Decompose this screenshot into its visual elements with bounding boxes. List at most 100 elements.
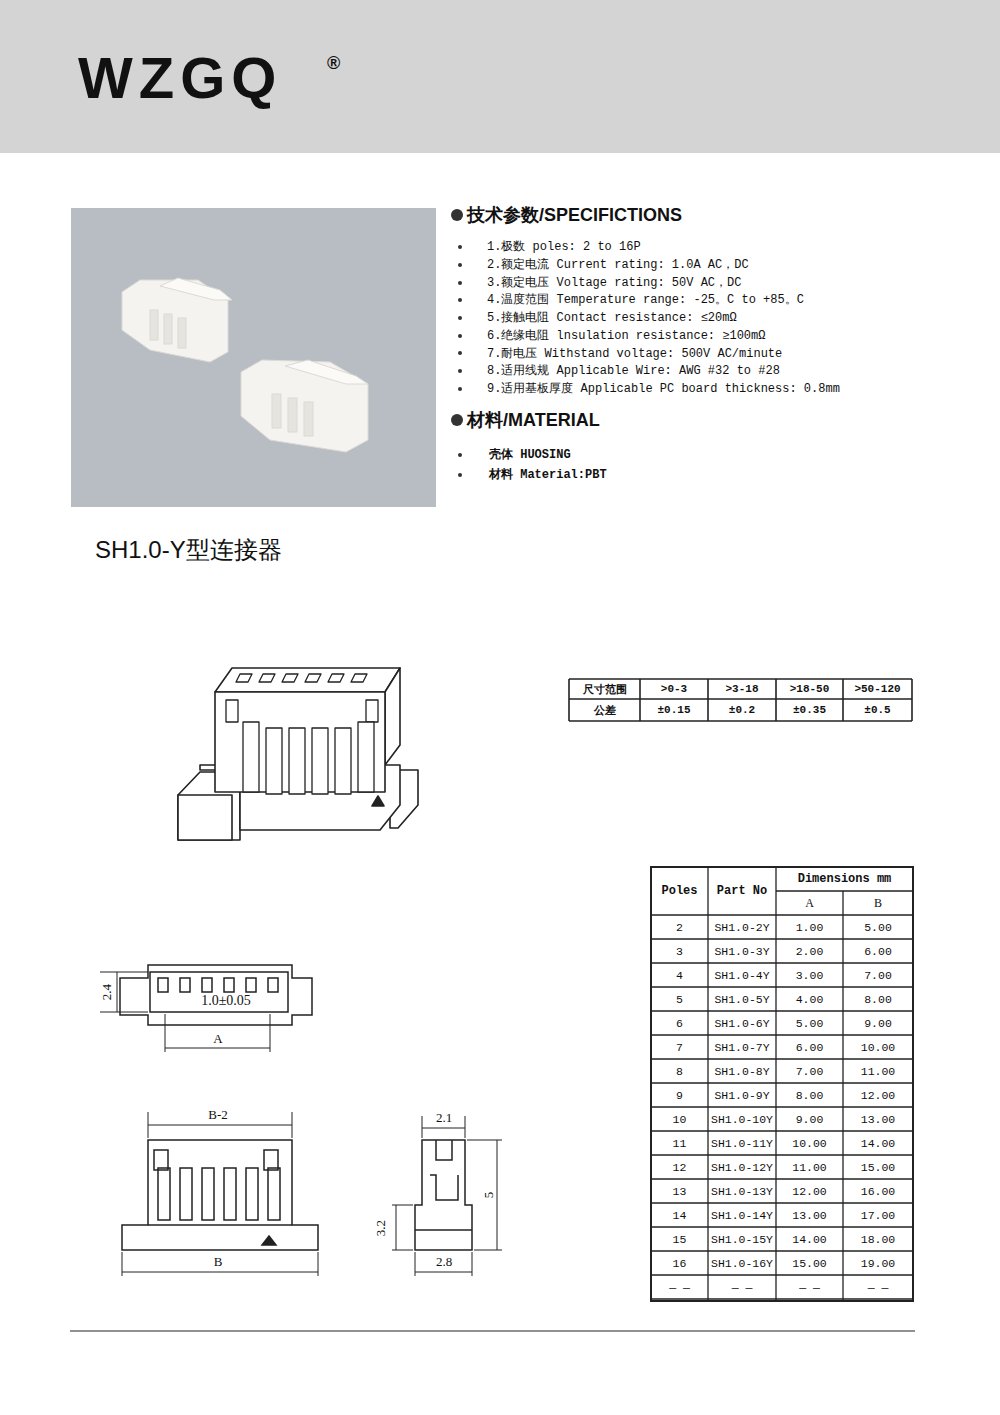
table-cell: 15 [652,1228,707,1250]
table-cell: 10 [652,1108,707,1130]
dimension-label: 1.0±0.05 [188,993,264,1009]
brand-logo: WZGQ [78,44,328,110]
material-line: 材料 Material:PBT [489,466,709,483]
spec-line: 9.适用基板厚度 Applicable PC board thickness: … [487,380,907,397]
dimension-label: 2.1 [427,1110,461,1126]
spec-line: 8.适用线规 Applicable Wire: AWG #32 to #28 [487,362,907,379]
table-cell: 3.00 [777,964,842,986]
table-cell: 12 [652,1156,707,1178]
tolerance-cell: >0-3 [641,680,707,698]
table-grid [569,679,913,1301]
dimension-label: A [207,1031,229,1046]
table-header: Part No [709,868,775,914]
tolerance-cell: ±0.35 [777,700,842,720]
table-cell: 9 [652,1084,707,1106]
table-cell: SH1.0-2Y [709,916,775,938]
product-title: SH1.0-Y型连接器 [95,532,282,568]
spec-line: 7.耐电压 Withstand voltage: 500V AC/minute [487,345,907,362]
table-cell: 9.00 [777,1108,842,1130]
table-cell: SH1.0-6Y [709,1012,775,1034]
isometric-view [178,668,418,840]
registered-mark: ® [327,52,349,74]
table-cell: 6 [652,1012,707,1034]
side-view [392,1116,502,1276]
table-cell: 5.00 [777,1012,842,1034]
table-cell: SH1.0-16Y [709,1252,775,1274]
table-cell: 8 [652,1060,707,1082]
table-cell: 4 [652,964,707,986]
spec-line: 3.额定电压 Voltage rating: 50V AC，DC [487,274,907,291]
table-cell: 10.00 [777,1132,842,1154]
dimension-label: B [208,1254,228,1270]
table-cell: 14.00 [777,1228,842,1250]
table-cell: SH1.0-8Y [709,1060,775,1082]
table-cell: 7 [652,1036,707,1058]
table-cell: 13.00 [844,1108,912,1130]
table-cell: 9.00 [844,1012,912,1034]
table-cell: 16 [652,1252,707,1274]
table-header: B [844,892,912,914]
table-cell: SH1.0-11Y [709,1132,775,1154]
table-cell: SH1.0-4Y [709,964,775,986]
spec-line: 6.绝缘电阻 lnsulation resistance: ≥100mΩ [487,327,907,344]
table-cell: 6.00 [844,940,912,962]
footer-rule [70,1331,915,1332]
tolerance-cell: 公差 [570,700,639,720]
table-cell: 12.00 [777,1180,842,1202]
table-cell: 5.00 [844,916,912,938]
tolerance-cell: ±0.5 [844,700,911,720]
table-cell: 4.00 [777,988,842,1010]
dimension-label: 5 [481,1180,497,1210]
table-cell: SH1.0-15Y [709,1228,775,1250]
table-cell: — — [777,1276,842,1298]
bottom-view [122,1112,318,1276]
table-cell: 7.00 [844,964,912,986]
section-heading: 技术参数/SPECIFICTIONS [467,204,767,226]
table-cell: 10.00 [844,1036,912,1058]
table-cell: 18.00 [844,1228,912,1250]
dimension-label: B-2 [200,1107,236,1123]
tolerance-cell: >3-18 [709,680,775,698]
table-cell: 12.00 [844,1084,912,1106]
table-cell: 3 [652,940,707,962]
section-heading: 材料/MATERIAL [467,409,667,431]
table-cell: 16.00 [844,1180,912,1202]
front-view [100,965,312,1052]
table-cell: 7.00 [777,1060,842,1082]
spec-line: 4.温度范围 Temperature range: -25。C to +85。C [487,291,907,308]
table-cell: — — [709,1276,775,1298]
table-cell: 11.00 [844,1060,912,1082]
table-cell: SH1.0-12Y [709,1156,775,1178]
table-cell: SH1.0-10Y [709,1108,775,1130]
dimension-label: 2.4 [99,977,115,1007]
table-cell: SH1.0-7Y [709,1036,775,1058]
material-line: 壳体 HUOSING [489,446,709,463]
header-band [0,0,1000,153]
table-cell: SH1.0-5Y [709,988,775,1010]
table-cell: SH1.0-14Y [709,1204,775,1226]
table-cell: — — [652,1276,707,1298]
table-header: A [777,892,842,914]
table-header: Dimensions mm [777,868,912,890]
table-cell: 11 [652,1132,707,1154]
table-cell: 15.00 [844,1156,912,1178]
tolerance-cell: >50-120 [844,680,911,698]
tolerance-cell: >18-50 [777,680,842,698]
table-cell: SH1.0-9Y [709,1084,775,1106]
table-cell: 11.00 [777,1156,842,1178]
table-cell: 2 [652,916,707,938]
spec-line: 2.额定电流 Current rating: 1.0A AC，DC [487,256,907,273]
table-cell: 14 [652,1204,707,1226]
table-cell: 15.00 [777,1252,842,1274]
table-cell: 8.00 [844,988,912,1010]
table-cell: 13 [652,1180,707,1202]
table-cell: SH1.0-13Y [709,1180,775,1202]
tolerance-cell: ±0.2 [709,700,775,720]
table-header: Poles [652,868,707,914]
table-cell: 5 [652,988,707,1010]
table-cell: 13.00 [777,1204,842,1226]
table-cell: 17.00 [844,1204,912,1226]
spec-line: 5.接触电阻 Contact resistance: ≤20mΩ [487,309,907,326]
product-photo [71,208,436,507]
table-cell: 8.00 [777,1084,842,1106]
